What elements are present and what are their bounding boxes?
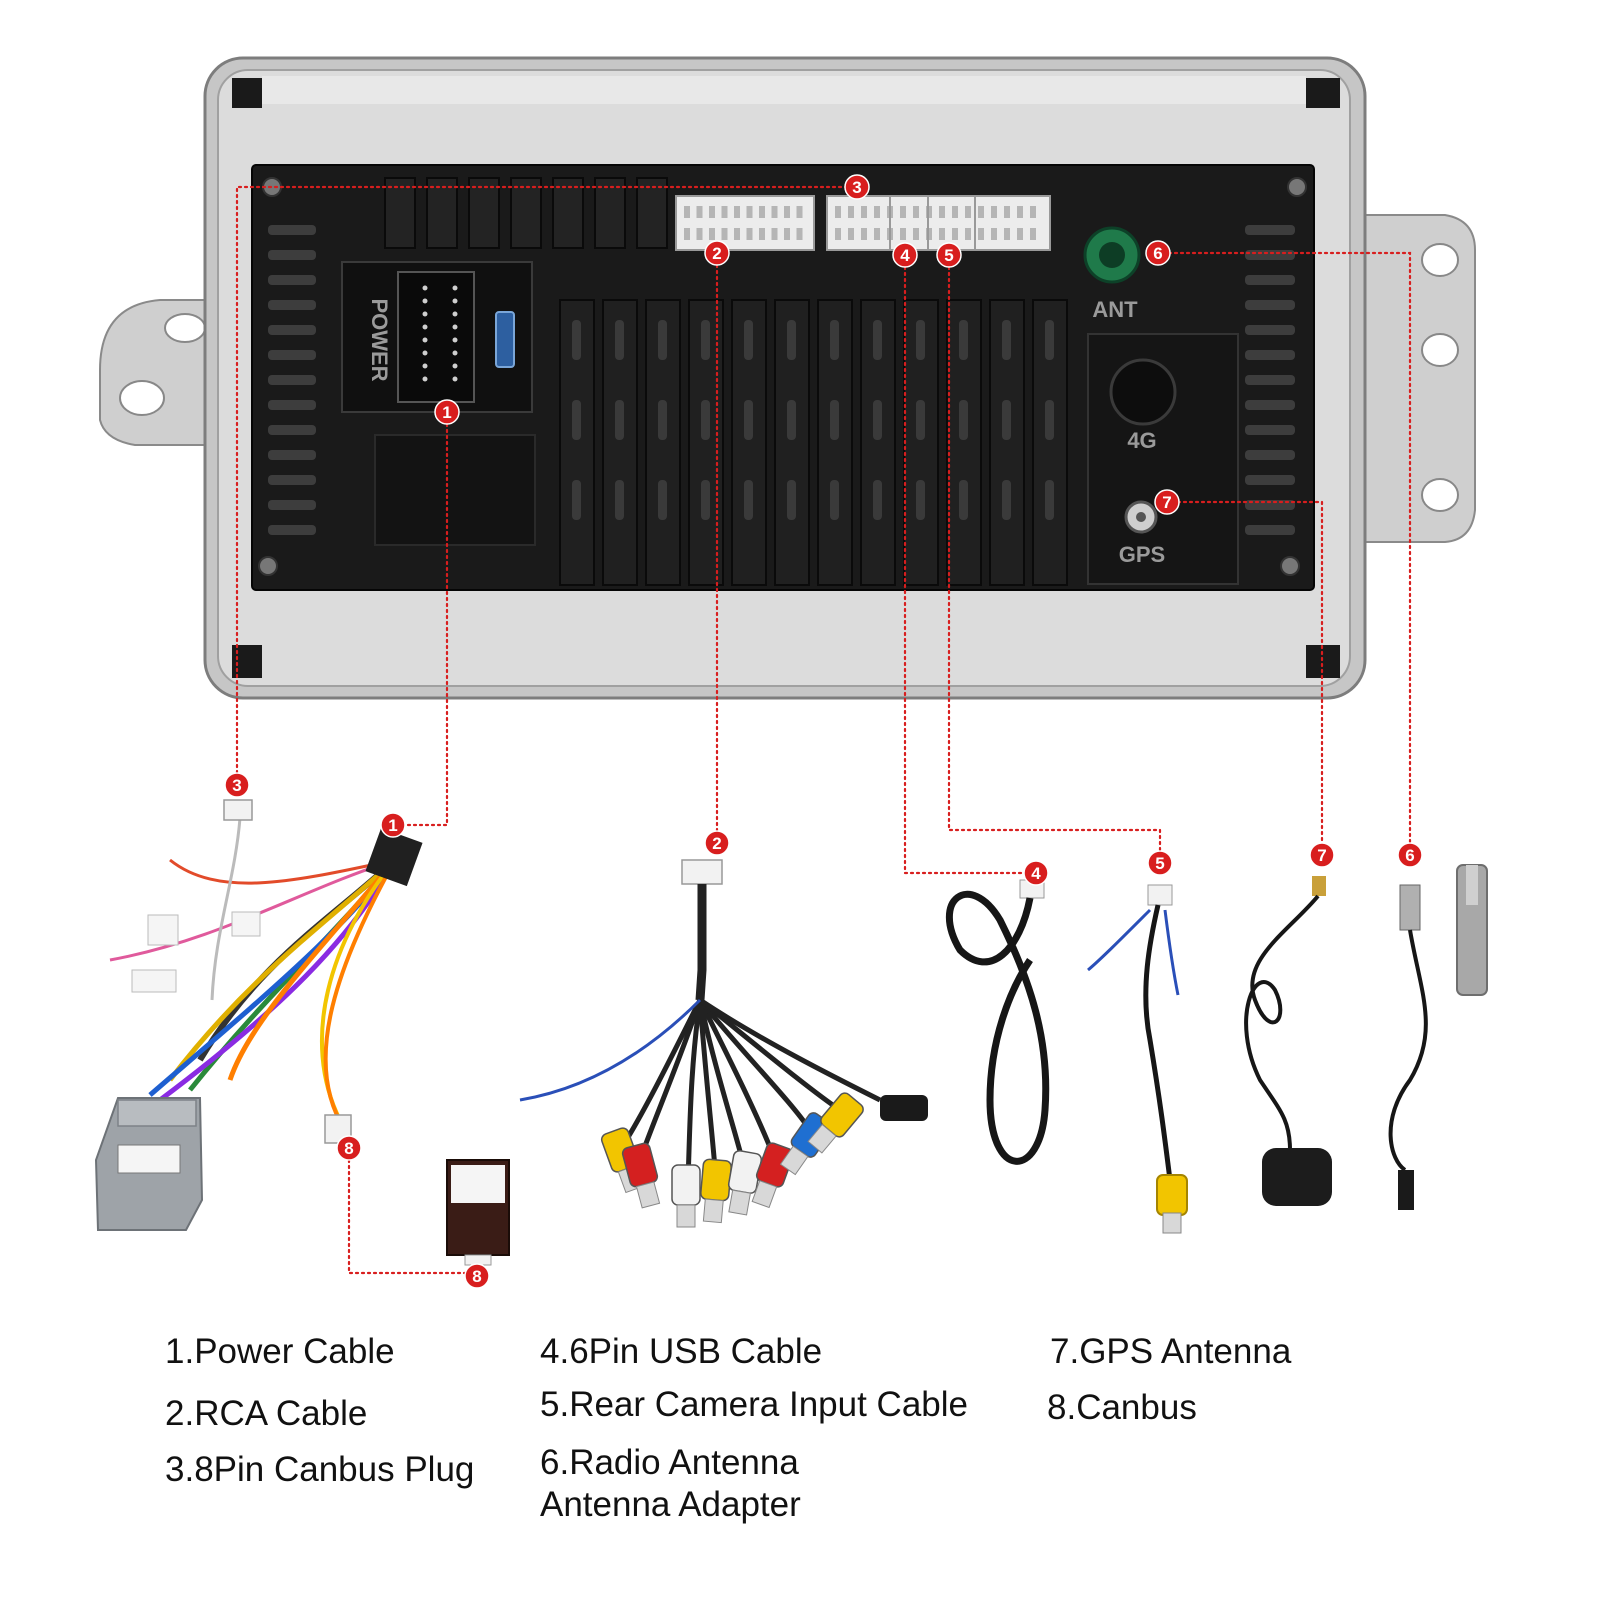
callout-number: 4 bbox=[900, 246, 910, 265]
callout-badge-2: 2 bbox=[704, 240, 730, 266]
fuse bbox=[495, 311, 515, 368]
screw bbox=[1280, 556, 1300, 576]
power-socket bbox=[397, 271, 475, 403]
leader-7 bbox=[1164, 500, 1324, 857]
callout-number: 6 bbox=[1405, 846, 1414, 865]
callout-number: 3 bbox=[232, 776, 241, 795]
callout-badge-4: 4 bbox=[1023, 860, 1049, 886]
canbus-box bbox=[446, 1159, 510, 1266]
callout-badge-2: 2 bbox=[704, 830, 730, 856]
callout-badge-6: 6 bbox=[1145, 240, 1171, 266]
legend-item-6-line2: Antenna Adapter bbox=[540, 1485, 801, 1524]
gps-port-inner bbox=[1136, 512, 1146, 522]
legend-item-4: 4.6Pin USB Cable bbox=[540, 1332, 823, 1371]
screw bbox=[1287, 177, 1307, 197]
callout-number: 8 bbox=[344, 1139, 353, 1158]
callout-badge-7: 7 bbox=[1309, 842, 1335, 868]
callout-number: 8 bbox=[472, 1267, 481, 1286]
callout-badge-5: 5 bbox=[936, 242, 962, 268]
canbus-plug-small bbox=[223, 799, 253, 821]
ant-label: ANT bbox=[1092, 297, 1138, 322]
callout-badge-1: 1 bbox=[434, 399, 460, 425]
tag-label bbox=[131, 969, 177, 993]
tag-label bbox=[147, 914, 179, 946]
gps-puck bbox=[1262, 1148, 1332, 1206]
usb-cable bbox=[945, 879, 1050, 1165]
chassis-inner bbox=[262, 76, 1306, 104]
dc-jack bbox=[880, 1095, 928, 1121]
screw bbox=[258, 556, 278, 576]
rca-yellow-plug bbox=[1156, 1174, 1188, 1216]
fourg-label: 4G bbox=[1127, 428, 1156, 453]
legend-item-6-line1: 6.Radio Antenna bbox=[540, 1443, 799, 1482]
leader-6 bbox=[1155, 251, 1412, 857]
callout-badge-8: 8 bbox=[336, 1135, 362, 1161]
legend-item-1: 1.Power Cable bbox=[165, 1332, 395, 1371]
tag-label bbox=[231, 911, 261, 937]
fourg-port bbox=[1109, 358, 1177, 426]
leader-1 bbox=[393, 410, 449, 827]
callout-badge-7: 7 bbox=[1154, 489, 1180, 515]
lower-block bbox=[374, 434, 536, 546]
legend-item-3: 3.8Pin Canbus Plug bbox=[165, 1450, 475, 1489]
callout-number: 5 bbox=[944, 246, 953, 265]
legend-item-2: 2.RCA Cable bbox=[165, 1394, 368, 1433]
heat-fins bbox=[384, 177, 1068, 586]
callout-badge-4: 4 bbox=[892, 242, 918, 268]
rear-camera-cable bbox=[1087, 884, 1188, 1234]
radio-antenna-adapter bbox=[1388, 864, 1488, 1210]
right-bracket-hole bbox=[1421, 333, 1459, 367]
callout-badge-3: 3 bbox=[844, 174, 870, 200]
callout-number: 7 bbox=[1162, 493, 1171, 512]
callout-number: 6 bbox=[1153, 244, 1162, 263]
leader-4 bbox=[903, 253, 1037, 875]
callout-badge-3: 3 bbox=[224, 772, 250, 798]
power-plug bbox=[365, 827, 423, 887]
callout-badges: 1 1 2 2 3 3 4 4 5 5 6 6 7 7 8 8 bbox=[224, 174, 1423, 1289]
corner-tab bbox=[1306, 645, 1340, 678]
right-bracket-hole bbox=[1421, 243, 1459, 277]
callout-number: 2 bbox=[712, 834, 721, 853]
rca-input-plug bbox=[681, 859, 723, 885]
callout-badge-8: 8 bbox=[464, 1263, 490, 1289]
gps-antenna bbox=[1244, 876, 1332, 1206]
right-bracket-hole bbox=[1421, 478, 1459, 512]
left-vents bbox=[268, 225, 316, 535]
callout-number: 2 bbox=[712, 244, 721, 263]
callout-badge-1: 1 bbox=[380, 812, 406, 838]
legend-item-7: 7.GPS Antenna bbox=[1050, 1332, 1292, 1371]
legend-item-5: 5.Rear Camera Input Cable bbox=[540, 1385, 968, 1424]
callout-number: 1 bbox=[442, 403, 451, 422]
callout-number: 5 bbox=[1155, 854, 1164, 873]
canbus-connector bbox=[675, 195, 815, 251]
power-pins bbox=[422, 285, 458, 382]
right-vents bbox=[1245, 225, 1295, 535]
rca-cable bbox=[519, 859, 928, 1228]
leader-8 bbox=[347, 1146, 479, 1275]
callout-badge-5: 5 bbox=[1147, 850, 1173, 876]
callout-badge-6: 6 bbox=[1397, 842, 1423, 868]
ant-port-inner bbox=[1099, 242, 1125, 268]
left-bracket-hole bbox=[119, 380, 165, 416]
callout-number: 3 bbox=[852, 178, 861, 197]
callout-number: 4 bbox=[1031, 864, 1041, 883]
corner-tab bbox=[232, 78, 262, 108]
leader-3 bbox=[235, 185, 855, 787]
legend-item-8: 8.Canbus bbox=[1047, 1388, 1197, 1427]
callout-number: 1 bbox=[388, 816, 397, 835]
corner-tab bbox=[232, 645, 262, 678]
power-harness bbox=[94, 799, 423, 1231]
right-mounting-bracket bbox=[1359, 214, 1476, 543]
leader-5 bbox=[947, 253, 1162, 865]
corner-tab bbox=[1306, 78, 1340, 108]
power-label: POWER bbox=[367, 298, 392, 381]
leader-lines bbox=[235, 185, 1412, 1275]
callout-number: 7 bbox=[1317, 846, 1326, 865]
gps-label: GPS bbox=[1119, 542, 1165, 567]
head-unit: POWER ANT 4G GPS bbox=[99, 56, 1476, 700]
left-bracket-hole bbox=[164, 313, 206, 343]
multi-connector bbox=[826, 195, 1051, 251]
